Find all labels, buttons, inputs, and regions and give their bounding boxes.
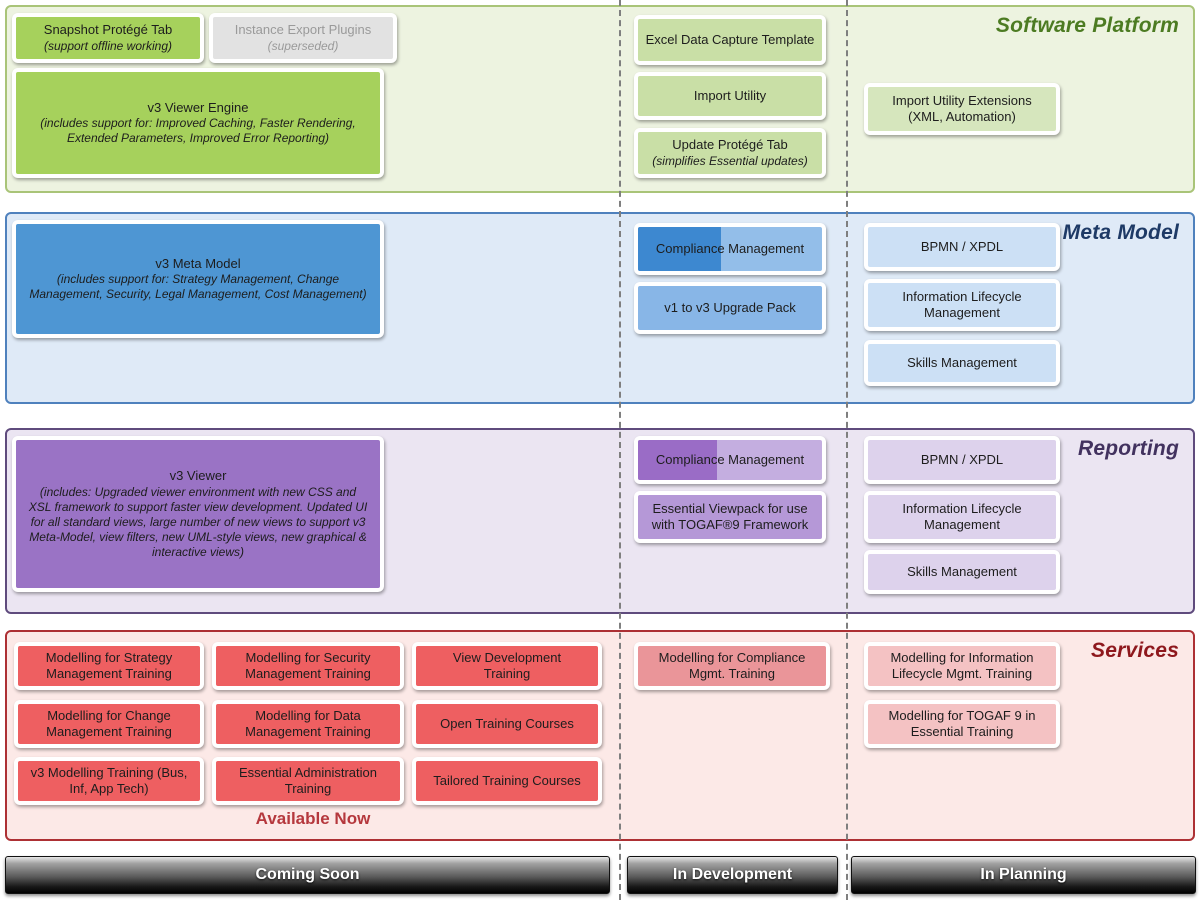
timeline-bar-label: Coming Soon	[255, 866, 360, 883]
box-title: View Development Training	[452, 649, 562, 681]
box-snapshot-protege-tab: Snapshot Protégé Tab (support offline wo…	[12, 13, 204, 63]
timeline-divider-2	[846, 0, 848, 900]
box-title: Import Utility Extensions (XML, Automati…	[892, 92, 1032, 124]
box-v1-to-v3-upgrade-pack: v1 to v3 Upgrade Pack	[634, 282, 826, 334]
box-compliance-mgmt-training: Modelling for Compliance Mgmt. Training	[634, 642, 830, 690]
box-excel-data-capture: Excel Data Capture Template	[634, 15, 826, 65]
box-title: v3 Viewer Engine	[147, 99, 249, 115]
box-open-training-courses: Open Training Courses	[412, 700, 602, 748]
box-essential-viewpack-togaf9: Essential Viewpack for use with TOGAF®9 …	[634, 491, 826, 543]
box-data-mgmt-training: Modelling for Data Management Training	[212, 700, 404, 748]
timeline-bar-in-planning: In Planning	[851, 856, 1196, 894]
box-v3-modelling-training: v3 Modelling Training (Bus, Inf, App Tec…	[14, 757, 204, 805]
box-v3-viewer: v3 Viewer (includes: Upgraded viewer env…	[12, 436, 384, 592]
box-security-mgmt-training: Modelling for Security Management Traini…	[212, 642, 404, 690]
box-title: Modelling for Change Management Training	[46, 707, 172, 739]
lane-meta-model: Meta Model v3 Meta Model (includes suppo…	[5, 212, 1195, 404]
box-essential-admin-training: Essential Administration Training	[212, 757, 404, 805]
box-view-development-training: View Development Training	[412, 642, 602, 690]
box-title: Tailored Training Courses	[433, 772, 581, 788]
box-tailored-training-courses: Tailored Training Courses	[412, 757, 602, 805]
timeline-bar-in-development: In Development	[627, 856, 838, 894]
box-title: Modelling for TOGAF 9 in Essential Train…	[888, 707, 1036, 739]
box-change-mgmt-training: Modelling for Change Management Training	[14, 700, 204, 748]
box-update-protege-tab: Update Protégé Tab (simplifies Essential…	[634, 128, 826, 178]
box-title: Modelling for Compliance Mgmt. Training	[658, 649, 806, 681]
box-instance-export-plugins: Instance Export Plugins (superseded)	[209, 13, 397, 63]
box-strategy-mgmt-training: Modelling for Strategy Management Traini…	[14, 642, 204, 690]
box-import-utility: Import Utility	[634, 72, 826, 120]
box-title: Skills Management	[907, 563, 1017, 579]
lane-services: Services Modelling for Strategy Manageme…	[5, 630, 1195, 841]
box-v3-viewer-engine: v3 Viewer Engine (includes support for: …	[12, 68, 384, 178]
lane-label-meta-model: Meta Model	[1062, 221, 1179, 244]
lane-label-services: Services	[1090, 639, 1179, 662]
timeline-divider-1	[619, 0, 621, 900]
box-title: Skills Management	[907, 354, 1017, 370]
progress-fill	[638, 227, 721, 271]
box-meta-skills-management: Skills Management	[864, 340, 1060, 386]
box-title: Modelling for Security Management Traini…	[245, 649, 371, 681]
available-now-label: Available Now	[255, 809, 371, 828]
box-subtitle: (includes support for: Improved Caching,…	[40, 116, 356, 146]
box-title: BPMN / XPDL	[920, 238, 1004, 254]
lane-reporting: Reporting v3 Viewer (includes: Upgraded …	[5, 428, 1195, 614]
box-title: Essential Administration Training	[238, 764, 377, 796]
box-title: Update Protégé Tab	[672, 137, 788, 153]
box-title: Compliance Management	[655, 240, 805, 256]
box-togaf9-essential-training: Modelling for TOGAF 9 in Essential Train…	[864, 700, 1060, 748]
box-title: BPMN / XPDL	[920, 451, 1004, 467]
box-reporting-skills-management: Skills Management	[864, 550, 1060, 594]
box-information-lifecycle-training: Modelling for Information Lifecycle Mgmt…	[864, 642, 1060, 690]
box-reporting-bpmn-xpdl: BPMN / XPDL	[864, 436, 1060, 484]
box-title: Import Utility	[693, 87, 767, 103]
box-title: Excel Data Capture Template	[645, 31, 815, 47]
box-meta-information-lifecycle: Information Lifecycle Management	[864, 279, 1060, 331]
box-title: Instance Export Plugins	[234, 22, 372, 38]
box-title: Modelling for Strategy Management Traini…	[45, 649, 173, 681]
box-reporting-information-lifecycle: Information Lifecycle Management	[864, 491, 1060, 543]
box-title: Modelling for Data Management Training	[245, 707, 371, 739]
box-subtitle: (includes: Upgraded viewer environment w…	[28, 484, 368, 559]
box-title: Information Lifecycle Management	[902, 288, 1022, 320]
timeline-bar-label: In Development	[672, 866, 793, 883]
lane-software-platform: Software Platform Snapshot Protégé Tab (…	[5, 5, 1195, 193]
box-import-utility-extensions: Import Utility Extensions (XML, Automati…	[864, 83, 1060, 135]
progress-fill	[638, 440, 718, 480]
box-v3-meta-model: v3 Meta Model (includes support for: Str…	[12, 220, 384, 338]
timeline-bar-coming-soon: Coming Soon	[5, 856, 610, 894]
box-subtitle: (support offline working)	[43, 38, 173, 53]
box-reporting-compliance-management: Compliance Management	[634, 436, 826, 484]
box-title: Information Lifecycle Management	[902, 500, 1022, 532]
box-title: v3 Modelling Training (Bus, Inf, App Tec…	[30, 764, 188, 796]
box-meta-compliance-management: Compliance Management	[634, 223, 826, 275]
box-title: Snapshot Protégé Tab	[43, 22, 173, 38]
box-title: Essential Viewpack for use with TOGAF®9 …	[651, 500, 809, 532]
lane-label-reporting: Reporting	[1078, 437, 1179, 460]
box-title: Modelling for Information Lifecycle Mgmt…	[890, 649, 1034, 681]
box-title: Open Training Courses	[440, 715, 574, 731]
box-title: v1 to v3 Upgrade Pack	[664, 299, 796, 315]
box-subtitle: (simplifies Essential updates)	[652, 153, 808, 168]
box-title: Compliance Management	[655, 451, 805, 467]
timeline-bar-label: In Planning	[980, 866, 1067, 883]
lane-label-software-platform: Software Platform	[995, 14, 1179, 37]
box-meta-bpmn-xpdl: BPMN / XPDL	[864, 223, 1060, 271]
box-subtitle: (superseded)	[267, 38, 339, 53]
box-title: v3 Meta Model	[155, 255, 241, 271]
box-subtitle: (includes support for: Strategy Manageme…	[29, 272, 367, 302]
box-title: v3 Viewer	[169, 468, 227, 484]
